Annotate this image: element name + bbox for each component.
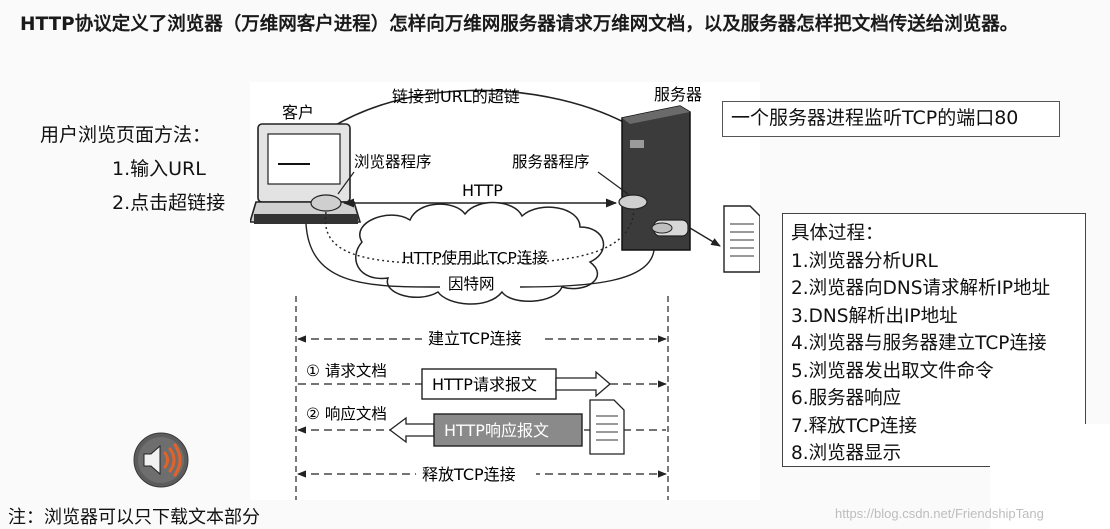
server-program-label: 服务器程序 xyxy=(512,153,590,171)
http-label: HTTP xyxy=(462,181,503,200)
tcp-dotted-line xyxy=(324,209,635,265)
response-message-box xyxy=(433,413,583,447)
request-message-box xyxy=(421,368,557,400)
server-label: 服务器 xyxy=(654,85,702,104)
step-item: 2.浏览器向DNS请求解析IP地址 xyxy=(791,278,1051,299)
network-line xyxy=(305,223,655,288)
step-item: 4.浏览器与服务器建立TCP连接 xyxy=(791,333,1047,354)
step-item: 1.浏览器分析URL xyxy=(791,250,938,272)
method-item: 2.点击超链接 xyxy=(112,192,226,214)
methods-title: 用户浏览页面方法： xyxy=(40,124,212,146)
document-arrow xyxy=(689,227,721,247)
document-icon xyxy=(723,205,761,273)
intro-text: HTTP协议定义了浏览器（万维网客户进程）怎样向万维网服务器请求万维网文档，以及… xyxy=(20,14,1019,35)
response-message-label: HTTP响应报文 xyxy=(444,421,549,440)
port-callout: 一个服务器进程监听TCP的端口80 xyxy=(722,101,1060,137)
http-diagram: 链接到URL的超链 客户 浏览器程序 服务器 服务器程序 xyxy=(248,82,761,500)
http-diagram-svg: 链接到URL的超链 客户 浏览器程序 服务器 服务器程序 xyxy=(248,85,761,500)
server-pointer xyxy=(597,171,629,195)
release-label-bg xyxy=(416,462,536,484)
request-doc-label: ① 请求文档 xyxy=(306,362,387,380)
step-item: 6.服务器响应 xyxy=(791,388,902,409)
establish-label: 建立TCP连接 xyxy=(428,329,522,348)
step-item: 7.释放TCP连接 xyxy=(791,415,917,437)
step-item: 8.浏览器显示 xyxy=(791,443,902,464)
internet-cloud-icon xyxy=(355,201,605,305)
speaker-audio-icon[interactable] xyxy=(133,432,189,488)
establish-label-bg xyxy=(422,327,542,349)
request-message-label: HTTP请求报文 xyxy=(432,375,537,394)
watermark: https://blog.csdn.net/FriendshipTang xyxy=(835,506,1044,521)
request-block-arrow xyxy=(555,370,611,398)
client-computer-icon xyxy=(248,123,362,224)
hyperlink-arrow xyxy=(304,89,639,148)
footnote: 注：浏览器可以只下载文本部分 xyxy=(8,507,260,528)
step-item: 3.DNS解析出IP地址 xyxy=(791,305,958,327)
internet-label: 因特网 xyxy=(448,275,495,293)
browser-pointer xyxy=(337,171,355,195)
response-document-icon xyxy=(589,399,625,455)
browser-program-label: 浏览器程序 xyxy=(354,153,432,171)
client-label: 客户 xyxy=(282,103,314,122)
browse-methods: 用户浏览页面方法： 1.输入URL 2.点击超链接 xyxy=(40,118,225,220)
response-doc-label: ② 响应文档 xyxy=(306,404,387,423)
step-item: 5.浏览器发出取文件命令 xyxy=(791,360,994,382)
response-block-arrow xyxy=(388,416,435,444)
tcp-connection-label: HTTP使用此TCP连接 xyxy=(402,249,548,267)
release-label: 释放TCP连接 xyxy=(422,465,516,484)
method-item: 1.输入URL xyxy=(112,158,206,180)
hyperlink-label: 链接到URL的超链 xyxy=(392,87,520,106)
watermark-panel xyxy=(990,424,1110,529)
server-computer-icon xyxy=(618,105,691,251)
steps-title: 具体过程： xyxy=(791,223,884,244)
